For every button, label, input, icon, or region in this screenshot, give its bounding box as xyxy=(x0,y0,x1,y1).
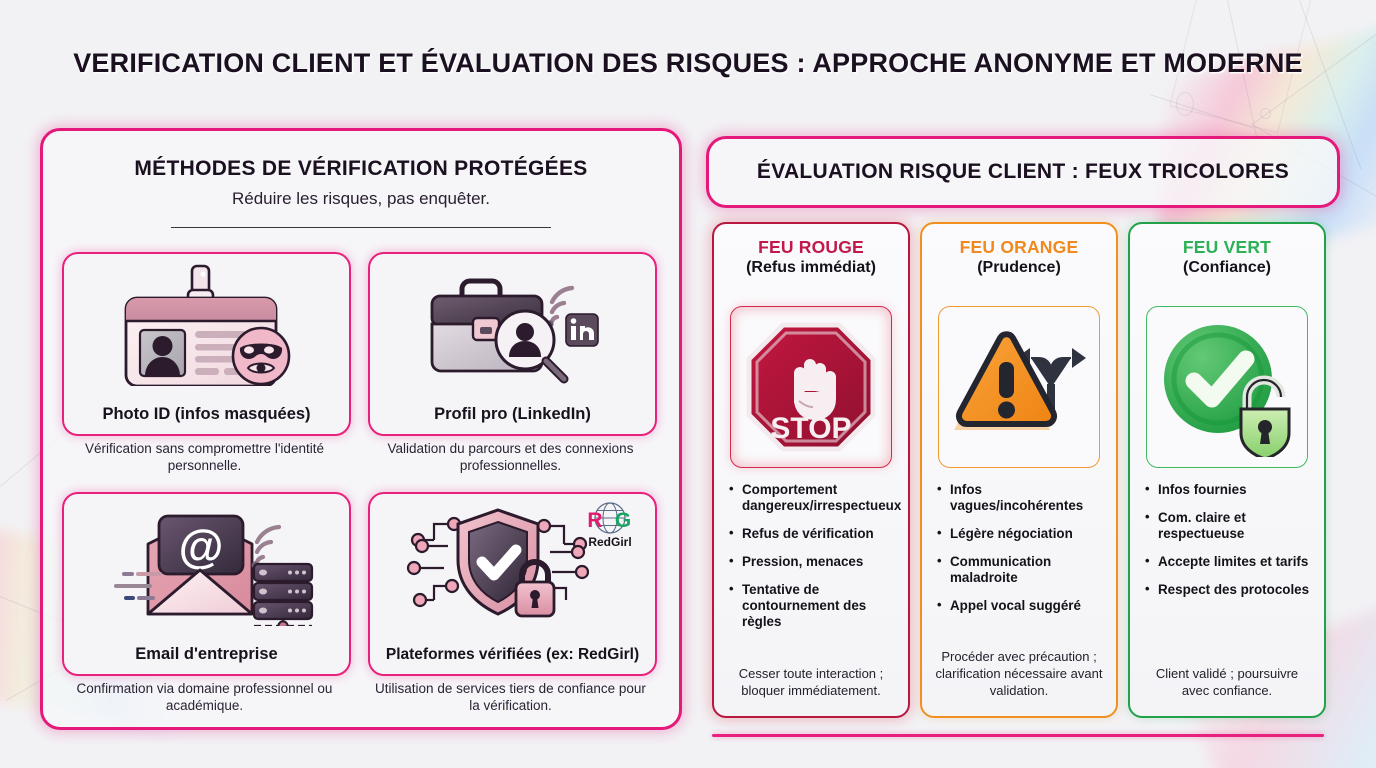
method-card-caption: Utilisation de services tiers de confian… xyxy=(375,681,646,714)
shield-check-lock-icon xyxy=(370,502,655,626)
orange-column-title: FEU ORANGE xyxy=(959,237,1079,257)
stop-sign-hand-icon: STOP xyxy=(730,306,892,468)
method-card-label: Plateformes vérifiées (ex: RedGirl) xyxy=(385,646,640,663)
svg-text:G: G xyxy=(615,509,631,532)
method-card-verified-platforms[interactable]: R G RedGirl Plateformes vérifiées (ex: R… xyxy=(368,492,657,676)
stop-sign-text: STOP xyxy=(770,412,851,445)
traffic-light-column-green[interactable]: FEU VERT (Confiance) xyxy=(1128,222,1326,718)
red-column-title: FEU ROUGE xyxy=(758,237,864,257)
hairline-5 xyxy=(1149,94,1255,129)
redgirl-logo-icon: R G xyxy=(587,502,631,534)
green-column-subtitle: (Confiance) xyxy=(1183,259,1271,276)
left-panel-divider xyxy=(171,227,551,228)
left-panel-heading: MÉTHODES DE VÉRIFICATION PROTÉGÉES xyxy=(134,157,588,180)
risk-evaluation-panel-header: ÉVALUATION RISQUE CLIENT : FEUX TRICOLOR… xyxy=(706,136,1340,208)
method-card-linkedin[interactable]: Profil pro (LinkedIn) xyxy=(368,252,657,436)
green-column-footer: Client validé ; poursuivre avec confianc… xyxy=(1155,666,1299,699)
redgirl-badge-name: RedGirl xyxy=(588,535,632,549)
method-card-label: Email d'entreprise xyxy=(135,645,278,663)
list-item: Pression, menaces xyxy=(727,553,898,570)
method-card-caption: Validation du parcours et des connexions… xyxy=(387,441,634,474)
method-card-label: Profil pro (LinkedIn) xyxy=(434,405,591,423)
green-check-circle-padlock-icon xyxy=(1146,306,1308,468)
red-column-subtitle: (Refus immédiat) xyxy=(746,259,876,276)
red-column-footer: Cesser toute interaction ; bloquer imméd… xyxy=(738,666,884,699)
method-card-caption: Confirmation via domaine professionnel o… xyxy=(76,681,333,714)
list-item: Refus de vérification xyxy=(727,525,898,542)
orange-column-subtitle: (Prudence) xyxy=(977,259,1061,276)
ring-decoration-1 xyxy=(1176,92,1194,116)
svg-text:@: @ xyxy=(179,520,224,572)
svg-text:R: R xyxy=(587,509,602,532)
method-card-company-email[interactable]: @ xyxy=(62,492,351,676)
orange-criteria-list: Infos vagues/incohérentes Légère négocia… xyxy=(935,481,1106,626)
left-panel-subheading: Réduire les risques, pas enquêter. xyxy=(232,189,490,208)
list-item: Accepte limites et tarifs xyxy=(1143,553,1314,570)
list-item: Légère négociation xyxy=(935,525,1106,542)
warning-triangle-fork-arrows-icon xyxy=(938,306,1100,468)
list-item: Appel vocal suggéré xyxy=(935,597,1106,614)
list-item: Tentative de contournement des règles xyxy=(727,581,898,630)
list-item: Com. claire et respectueuse xyxy=(1143,509,1314,542)
list-item: Infos vagues/incohérentes xyxy=(935,481,1106,514)
green-column-title: FEU VERT xyxy=(1182,237,1272,257)
page-title: VERIFICATION CLIENT ET ÉVALUATION DES RI… xyxy=(73,48,1303,78)
orange-column-footer: Procéder avec précaution ; clarification… xyxy=(935,649,1103,699)
briefcase-magnifier-linkedin-icon xyxy=(370,262,655,386)
list-item: Communication maladroite xyxy=(935,553,1106,586)
traffic-light-column-red[interactable]: FEU ROUGE (Refus immédiat) STOP xyxy=(712,222,910,718)
envelope-at-server-icon: @ xyxy=(64,502,349,626)
bottom-accent-rule xyxy=(712,734,1324,737)
list-item: Comportement dangereux/irrespectueux xyxy=(727,481,901,514)
ring-decoration-2 xyxy=(1260,108,1271,119)
method-card-label: Photo ID (infos masquées) xyxy=(102,405,311,423)
right-panel-heading: ÉVALUATION RISQUE CLIENT : FEUX TRICOLOR… xyxy=(756,160,1290,183)
list-item: Respect des protocoles xyxy=(1143,581,1314,598)
redgirl-badge: R G RedGirl xyxy=(575,502,645,549)
method-card-photo-id[interactable]: Photo ID (infos masquées) xyxy=(62,252,351,436)
method-card-caption: Vérification sans compromettre l'identit… xyxy=(85,441,324,474)
red-criteria-list: Comportement dangereux/irrespectueux Ref… xyxy=(727,481,901,643)
green-criteria-list: Infos fournies Com. claire et respectueu… xyxy=(1143,481,1314,610)
list-item: Infos fournies xyxy=(1143,481,1314,498)
traffic-light-column-orange[interactable]: FEU ORANGE (Prudence) xyxy=(920,222,1118,718)
id-badge-mask-icon xyxy=(64,262,349,386)
